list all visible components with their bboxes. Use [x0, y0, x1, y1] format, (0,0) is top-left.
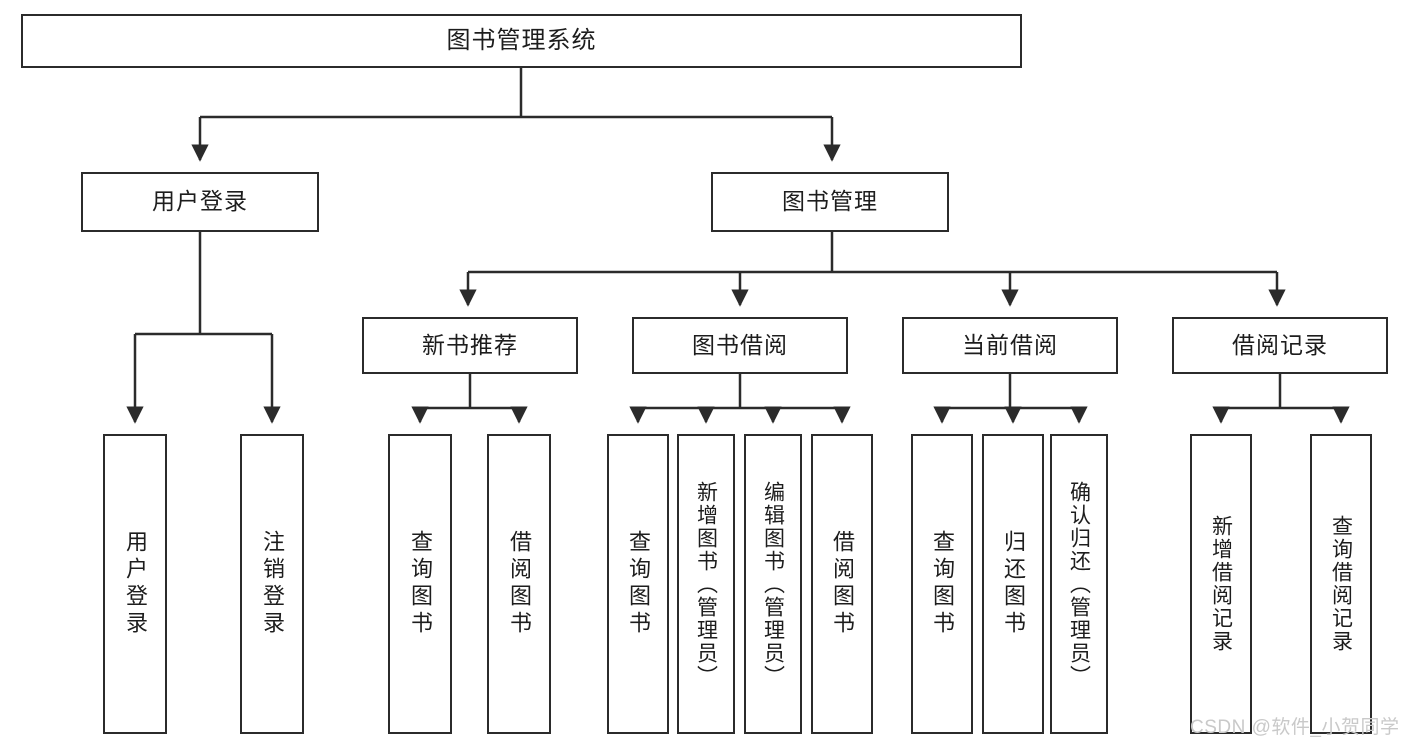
leaf-label: 借阅图书 [507, 530, 532, 638]
leaf-label: 查询图书 [626, 530, 651, 638]
node-current-borrow[interactable]: 当前借阅 [902, 317, 1118, 374]
leaf-label: 查询借阅记录 [1329, 515, 1353, 653]
leaf-query-book-borrow[interactable]: 查询图书 [607, 434, 669, 734]
node-new-book-recommend[interactable]: 新书推荐 [362, 317, 578, 374]
leaf-query-book-recommend[interactable]: 查询图书 [388, 434, 452, 734]
leaf-label: 确认归还（管理员） [1067, 480, 1091, 688]
leaf-borrow-book-recommend[interactable]: 借阅图书 [487, 434, 551, 734]
csdn-watermark: CSDN @软件_小贺同学 [1190, 717, 1400, 738]
node-new-book-recommend-label: 新书推荐 [422, 331, 518, 358]
leaf-label: 新增图书（管理员） [694, 480, 718, 688]
leaf-return-book[interactable]: 归还图书 [982, 434, 1044, 734]
node-book-borrow[interactable]: 图书借阅 [632, 317, 848, 374]
leaf-label: 查询图书 [408, 530, 433, 638]
leaf-add-borrow-record[interactable]: 新增借阅记录 [1190, 434, 1252, 734]
node-book-borrow-label: 图书借阅 [692, 331, 788, 358]
leaf-label: 归还图书 [1001, 530, 1026, 638]
leaf-confirm-return-admin[interactable]: 确认归还（管理员） [1050, 434, 1108, 734]
leaf-label: 注销登录 [260, 530, 285, 638]
node-book-management[interactable]: 图书管理 [711, 172, 949, 232]
leaf-label: 借阅图书 [830, 530, 855, 638]
leaf-logout[interactable]: 注销登录 [240, 434, 304, 734]
leaf-label: 编辑图书（管理员） [761, 480, 785, 688]
leaf-borrow-book[interactable]: 借阅图书 [811, 434, 873, 734]
leaf-label: 查询图书 [930, 530, 955, 638]
leaf-add-book-admin[interactable]: 新增图书（管理员） [677, 434, 735, 734]
node-root[interactable]: 图书管理系统 [21, 14, 1022, 68]
node-user-login[interactable]: 用户登录 [81, 172, 319, 232]
leaf-user-login[interactable]: 用户登录 [103, 434, 167, 734]
leaf-query-book-current[interactable]: 查询图书 [911, 434, 973, 734]
node-book-management-label: 图书管理 [782, 188, 878, 215]
leaf-label: 新增借阅记录 [1209, 515, 1233, 653]
leaf-label: 用户登录 [123, 530, 148, 638]
node-borrow-record-label: 借阅记录 [1232, 331, 1328, 358]
leaf-query-borrow-record[interactable]: 查询借阅记录 [1310, 434, 1372, 734]
node-borrow-record[interactable]: 借阅记录 [1172, 317, 1388, 374]
node-current-borrow-label: 当前借阅 [962, 331, 1058, 358]
leaf-edit-book-admin[interactable]: 编辑图书（管理员） [744, 434, 802, 734]
node-root-label: 图书管理系统 [446, 26, 597, 54]
node-user-login-label: 用户登录 [152, 188, 248, 215]
